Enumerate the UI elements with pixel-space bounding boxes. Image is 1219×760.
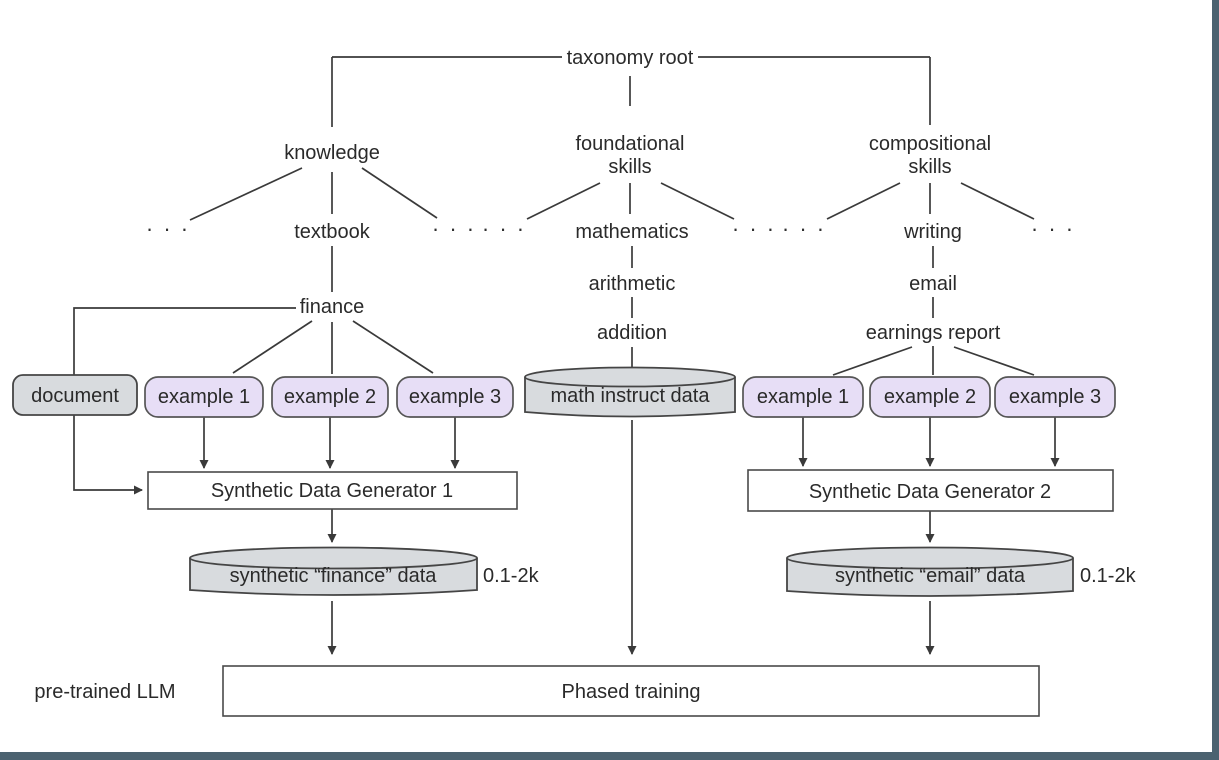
ellipsis-1: · · · [146, 216, 190, 241]
edge-earnings-example3 [953, 346, 1035, 376]
synthetic-finance-label: synthetic “finance” data [230, 565, 438, 587]
pretrained-llm-label: pre-trained LLM [34, 681, 175, 703]
count-right-label: 0.1-2k [1080, 565, 1137, 587]
earnings-fan [832, 346, 1035, 376]
chain-lines [331, 246, 934, 369]
edge-finance-example3 [352, 320, 434, 374]
taxonomy-root-connector [331, 56, 931, 127]
synthetic-email-cylinder-lens [786, 557, 1074, 570]
example-right-3-label: example 3 [1009, 386, 1101, 408]
frame-bottom-bar [0, 752, 1219, 760]
ellipsis-6: · · · [1031, 216, 1075, 241]
synthetic-email-cylinder [786, 546, 1074, 597]
example-left-2-box [271, 376, 389, 418]
node-compositional-line2: skills [908, 156, 951, 178]
frame-right-bar [1212, 0, 1219, 760]
example-right-3-box [994, 376, 1116, 418]
generator2-label: Synthetic Data Generator 2 [809, 481, 1051, 503]
math-instruct-cylinder [524, 366, 736, 418]
edge-foundational-right [660, 182, 735, 220]
node-taxonomy-root: taxonomy root [567, 47, 694, 69]
edge-earnings-example1 [832, 346, 913, 376]
document-box [12, 374, 138, 416]
generator1-label: Synthetic Data Generator 1 [211, 480, 453, 502]
arrows [199, 417, 1060, 655]
ellipsis-3: · · · [482, 216, 526, 241]
ellipsis-2: · · · [432, 216, 476, 241]
phased-training-label: Phased training [562, 681, 701, 703]
node-email: email [909, 273, 957, 295]
synthetic-finance-cylinder-lens [189, 557, 478, 570]
synthetic-finance-cylinder [189, 546, 478, 596]
knowledge-fan [189, 167, 438, 221]
node-arithmetic: arithmetic [589, 273, 676, 295]
phased-training-box [222, 665, 1040, 717]
example-left-1-label: example 1 [158, 386, 250, 408]
generator1-box [147, 471, 518, 510]
node-knowledge: knowledge [284, 142, 380, 164]
synthetic-email-label: synthetic “email” data [835, 565, 1026, 587]
generator2-box [747, 469, 1114, 512]
node-mathematics: mathematics [575, 221, 688, 243]
example-left-3-label: example 3 [409, 386, 501, 408]
math-instruct-cylinder-lens [524, 376, 736, 388]
node-foundational-line1: foundational [576, 133, 685, 155]
ellipsis-4: · · · [732, 216, 776, 241]
edge-compositional-right [960, 182, 1035, 220]
finance-fan [232, 320, 434, 374]
edge-finance-example1 [232, 320, 313, 374]
edge-foundational-left [526, 182, 601, 220]
edge-knowledge-left [189, 167, 303, 221]
example-left-1-box [144, 376, 264, 418]
count-left-label: 0.1-2k [483, 565, 540, 587]
edge-knowledge-right [361, 167, 438, 219]
node-writing: writing [903, 221, 962, 243]
node-earnings-report: earnings report [866, 322, 1001, 344]
example-right-1-box [742, 376, 864, 418]
edge-compositional-left [826, 182, 901, 220]
math-instruct-label: math instruct data [551, 385, 711, 407]
node-addition: addition [597, 322, 667, 344]
ellipsis-5: · · · [782, 216, 826, 241]
node-foundational-line2: skills [608, 156, 651, 178]
example-left-2-label: example 2 [284, 386, 376, 408]
node-finance: finance [300, 296, 365, 318]
example-right-2-label: example 2 [884, 386, 976, 408]
document-label: document [31, 385, 119, 407]
node-textbook: textbook [294, 221, 371, 243]
foundational-fan [526, 182, 735, 220]
example-right-2-box [869, 376, 991, 418]
example-right-1-label: example 1 [757, 386, 849, 408]
node-compositional-line1: compositional [869, 133, 991, 155]
example-left-3-box [396, 376, 514, 418]
compositional-fan [826, 182, 1035, 220]
